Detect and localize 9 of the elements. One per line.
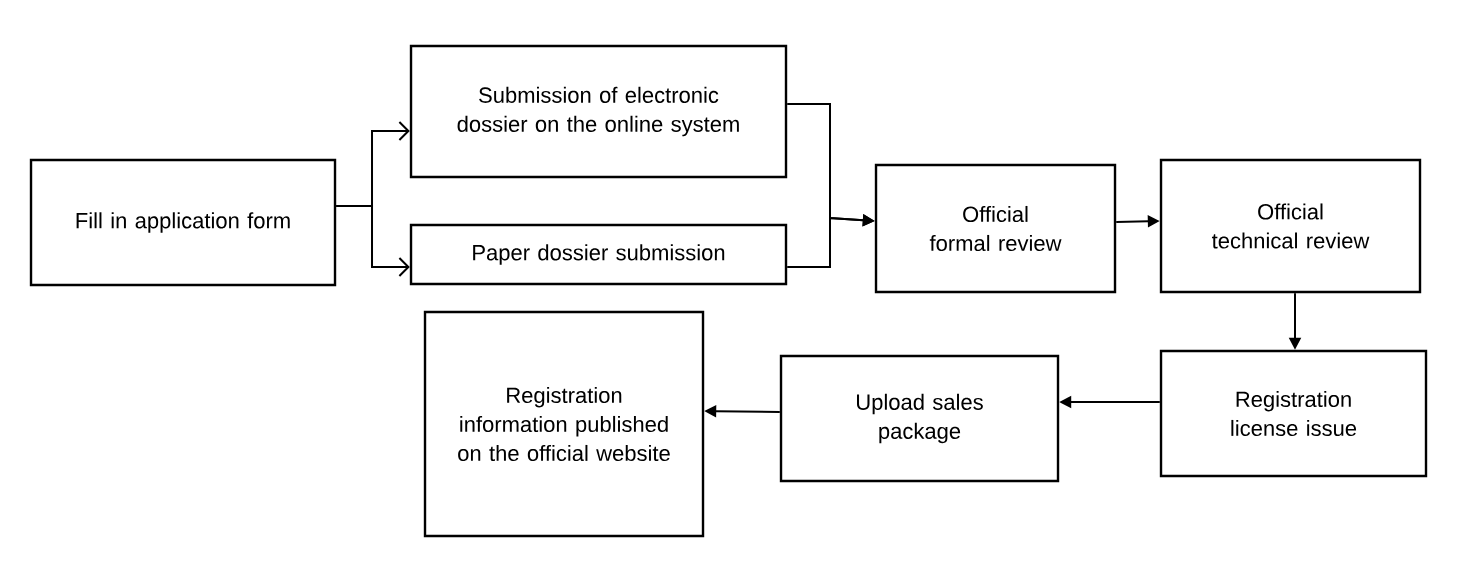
- process-box: Official formal review: [874, 163, 1117, 294]
- process-box: Upload sales package: [779, 354, 1060, 483]
- process-box: Registration license issue: [1159, 349, 1428, 478]
- process-box: Registration information published on the official website: [423, 310, 705, 538]
- process-box: Fill in application form: [29, 158, 337, 287]
- process-box: Paper dossier submission: [409, 223, 788, 286]
- process-box: Official technical review: [1159, 158, 1422, 294]
- process-box: Submission of electronic dossier on the online system: [409, 44, 788, 179]
- arrow: [335, 205, 410, 277]
